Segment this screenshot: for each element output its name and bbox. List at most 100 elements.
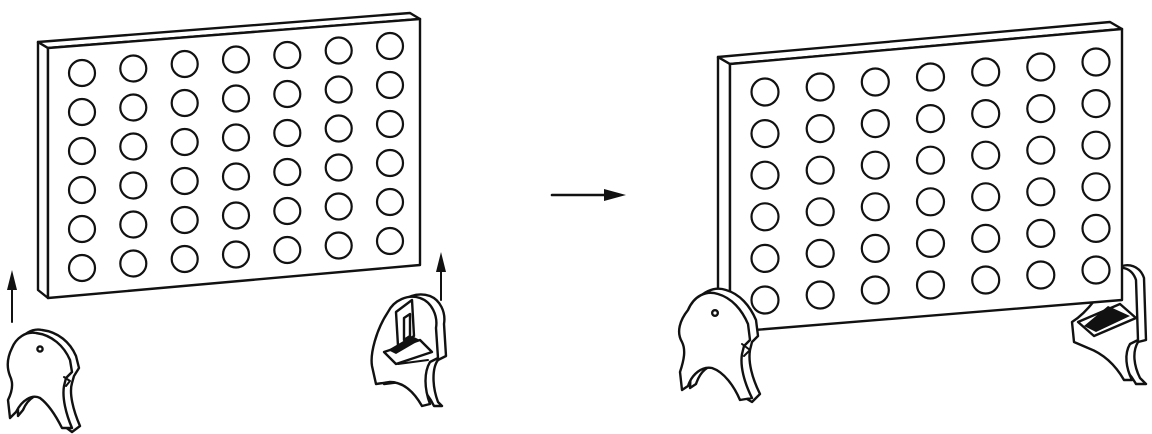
grid-hole: [324, 114, 353, 143]
grid-hole: [1081, 172, 1111, 202]
grid-hole: [971, 265, 1001, 295]
grid-hole: [805, 280, 835, 310]
grid-hole: [1026, 218, 1056, 248]
grid-board-before: [36, 11, 422, 300]
step-disassembled: [6, 11, 448, 434]
grid-hole: [805, 238, 835, 268]
stand-hole: [711, 309, 720, 318]
grid-hole: [971, 98, 1001, 129]
grid-hole: [915, 228, 946, 258]
grid-hole: [67, 97, 97, 127]
grid-hole: [221, 240, 251, 269]
step-assembled: [677, 20, 1148, 404]
grid-hole: [170, 244, 199, 274]
grid-hole: [971, 182, 1001, 212]
grid-hole: [1026, 177, 1056, 207]
right-arrow-icon: [550, 189, 626, 201]
grid-hole: [750, 243, 780, 273]
grid-hole: [1026, 260, 1056, 290]
grid-hole: [805, 72, 835, 102]
grid-hole: [221, 84, 251, 113]
board-holes: [750, 47, 1111, 315]
grid-hole: [170, 205, 199, 235]
grid-hole: [375, 148, 405, 178]
grid-hole: [273, 196, 302, 226]
grid-hole: [119, 54, 148, 83]
grid-hole: [1081, 130, 1111, 160]
grid-hole: [67, 253, 97, 283]
grid-hole: [273, 40, 302, 70]
grid-hole: [805, 197, 835, 227]
grid-hole: [170, 49, 199, 79]
grid-hole: [915, 270, 946, 300]
grid-hole: [170, 127, 199, 157]
grid-hole: [119, 171, 148, 200]
grid-hole: [375, 31, 405, 61]
grid-hole: [375, 70, 405, 100]
grid-hole: [915, 187, 946, 217]
board-side-edge: [36, 40, 50, 300]
grid-hole: [273, 235, 302, 265]
grid-hole: [860, 67, 890, 97]
grid-hole: [971, 57, 1001, 87]
grid-hole: [273, 118, 302, 148]
grid-hole: [221, 162, 251, 191]
grid-hole: [971, 223, 1001, 253]
grid-hole: [170, 88, 199, 118]
grid-hole: [1026, 135, 1056, 165]
grid-hole: [860, 108, 890, 139]
grid-hole: [119, 132, 148, 161]
grid-hole: [273, 157, 302, 187]
right-stand-before: [370, 293, 448, 408]
grid-hole: [860, 275, 890, 305]
grid-hole: [119, 210, 148, 239]
grid-hole: [375, 109, 405, 139]
grid-hole: [67, 58, 97, 88]
grid-hole: [971, 140, 1001, 170]
grid-hole: [750, 119, 780, 149]
grid-hole: [750, 285, 780, 315]
grid-hole: [915, 62, 946, 92]
up-arrow-icon: [7, 270, 17, 323]
up-arrow-icon: [436, 252, 446, 301]
grid-hole: [324, 75, 353, 104]
grid-hole: [750, 202, 780, 232]
grid-hole: [375, 226, 405, 256]
left-stand-before: [6, 328, 82, 434]
grid-hole: [67, 136, 97, 166]
grid-hole: [1081, 88, 1111, 119]
stand-face: [677, 291, 754, 402]
grid-hole: [273, 79, 302, 109]
grid-hole: [915, 145, 946, 175]
grid-hole: [805, 155, 835, 185]
stand-face: [6, 331, 74, 430]
grid-hole: [1026, 52, 1056, 82]
grid-board-after: [716, 20, 1124, 334]
grid-hole: [1081, 255, 1111, 285]
grid-hole: [1081, 47, 1111, 77]
grid-hole: [221, 201, 251, 230]
grid-hole: [119, 93, 148, 122]
grid-hole: [1081, 213, 1111, 243]
stand-hole: [36, 345, 44, 353]
grid-hole: [221, 123, 251, 152]
grid-hole: [324, 153, 353, 182]
board-holes: [67, 31, 405, 283]
grid-hole: [805, 114, 835, 144]
grid-hole: [324, 36, 353, 65]
grid-hole: [1026, 93, 1056, 124]
grid-hole: [67, 175, 97, 205]
grid-hole: [221, 45, 251, 74]
grid-hole: [750, 77, 780, 107]
grid-hole: [915, 103, 946, 134]
grid-hole: [324, 192, 353, 221]
grid-hole: [170, 166, 199, 196]
grid-hole: [860, 150, 890, 180]
grid-hole: [750, 160, 780, 190]
grid-hole: [67, 214, 97, 244]
grid-hole: [860, 233, 890, 263]
grid-hole: [860, 192, 890, 222]
left-stand-after: [677, 287, 762, 404]
grid-hole: [375, 187, 405, 217]
